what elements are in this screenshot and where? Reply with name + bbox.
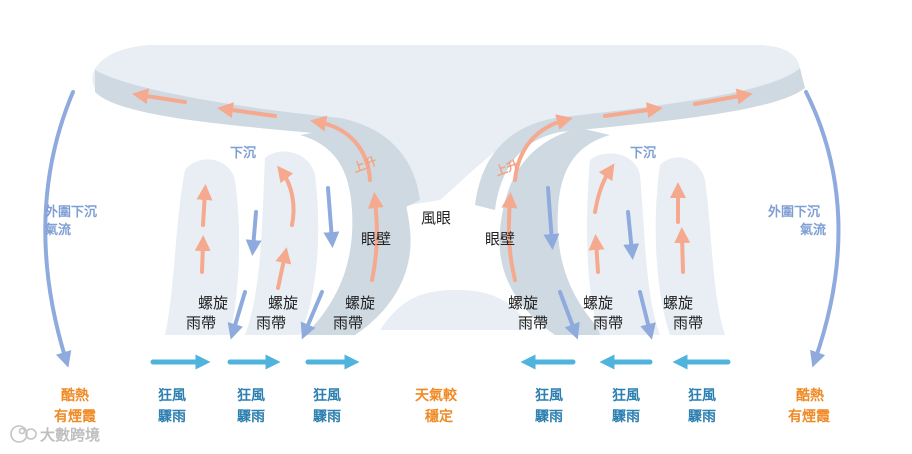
hko-logo-icon bbox=[10, 425, 37, 443]
rainband-6-l1: 螺旋 bbox=[663, 294, 693, 312]
watermark-logo: 大數跨境 bbox=[10, 425, 100, 444]
rainband-3-l2: 雨帶 bbox=[333, 314, 363, 332]
hot-left-l2: 有煙霞 bbox=[54, 408, 97, 425]
downdraft-4b bbox=[638, 290, 656, 340]
downdraft-1b bbox=[227, 290, 247, 340]
storm-1-l2: 驟雨 bbox=[158, 409, 186, 425]
storm-4-l1: 狂風 bbox=[535, 387, 563, 404]
outer-sink-right bbox=[804, 90, 841, 368]
storm-5-l1: 狂風 bbox=[612, 387, 640, 404]
storm-1-l1: 狂風 bbox=[158, 387, 186, 404]
storm-2-l1: 狂風 bbox=[237, 387, 265, 404]
outflow-arrow-l1 bbox=[132, 88, 187, 105]
storm-6-l1: 狂風 bbox=[688, 387, 716, 404]
outflow-arrow-r1 bbox=[603, 102, 663, 119]
eyewall-label-right: 眼壁 bbox=[485, 230, 515, 248]
updraft-3a bbox=[593, 163, 615, 214]
eyewall-updrafts bbox=[310, 114, 573, 282]
updraft-4b bbox=[674, 227, 691, 274]
rainband-2-l2: 雨帶 bbox=[256, 314, 286, 332]
downdraft-3 bbox=[543, 186, 560, 250]
rainband-5-l1: 螺旋 bbox=[583, 294, 613, 312]
rainband-5-l2: 雨帶 bbox=[593, 314, 623, 332]
outflow-arrow-r2 bbox=[693, 88, 753, 106]
outer-sink-right-l1: 外圍下沉 bbox=[767, 204, 820, 220]
left-eyewall-updraft bbox=[367, 192, 384, 282]
outer-sink-right-l2: 氣流 bbox=[800, 222, 826, 238]
stable-l1: 天氣較 bbox=[415, 387, 458, 404]
updraft-2b bbox=[275, 247, 292, 290]
outflow-arrow-l2 bbox=[217, 102, 277, 119]
right-eyewall-cloud bbox=[499, 128, 610, 335]
cloud-anvil-shade-right bbox=[475, 68, 805, 210]
storm-3-l1: 狂風 bbox=[313, 387, 341, 404]
downdraft-2b bbox=[300, 290, 324, 340]
stable-l2: 穩定 bbox=[425, 408, 453, 425]
storm-2-l2: 驟雨 bbox=[237, 409, 265, 425]
watermark-text: 大數跨境 bbox=[40, 426, 100, 444]
hot-right-l2: 有煙霞 bbox=[788, 408, 831, 425]
outer-sink-left bbox=[43, 90, 75, 368]
right-eyewall-updraft bbox=[501, 192, 518, 282]
right-eyewall-curve bbox=[513, 114, 573, 182]
updraft-1a bbox=[194, 235, 211, 274]
downdraft-2 bbox=[323, 186, 340, 248]
outer-sink-left-l1: 外圍下沉 bbox=[44, 204, 97, 220]
rainband-2-l1: 螺旋 bbox=[268, 294, 298, 312]
storm-6-l2: 驟雨 bbox=[688, 409, 716, 425]
eyewall-label-left: 眼壁 bbox=[361, 230, 391, 248]
rainband-1-l1: 螺旋 bbox=[198, 294, 228, 312]
rainband-4-l1: 螺旋 bbox=[508, 294, 538, 312]
storm-5-l2: 驟雨 bbox=[612, 409, 640, 425]
outflow-arrows bbox=[132, 88, 753, 119]
left-eyewall-curve bbox=[310, 115, 372, 182]
downdrafts bbox=[227, 186, 656, 340]
rainband-cloud-2 bbox=[245, 151, 319, 335]
bottom-labels: 酷熱 有煙霞 狂風 驟雨 狂風 驟雨 狂風 驟雨 天氣較 穩定 狂風 驟雨 狂風… bbox=[54, 387, 831, 425]
cloud-body bbox=[92, 45, 805, 335]
downdraft-4 bbox=[623, 210, 640, 260]
updraft-3b bbox=[588, 234, 605, 274]
updraft-1b bbox=[196, 184, 213, 227]
outer-sinking bbox=[43, 90, 841, 368]
rainband-cloud-4 bbox=[655, 157, 725, 335]
eye-base bbox=[380, 290, 532, 330]
cloud-anvil bbox=[92, 45, 800, 205]
eye-label: 風眼 bbox=[421, 209, 451, 227]
hot-left-l1: 酷熱 bbox=[61, 387, 89, 404]
downdraft-3b bbox=[558, 290, 580, 340]
rainband-3-l1: 螺旋 bbox=[345, 294, 375, 312]
rainband-6-l2: 雨帶 bbox=[673, 314, 703, 332]
storm-4-l2: 驟雨 bbox=[535, 409, 563, 425]
hot-right-l1: 酷熱 bbox=[796, 387, 824, 404]
updraft-2a bbox=[277, 165, 296, 227]
outer-sink-left-l2: 氣流 bbox=[45, 222, 71, 238]
sink-label-left: 下沉 bbox=[230, 145, 256, 161]
cloud-anvil-shade bbox=[95, 70, 420, 210]
rainband-4-l2: 雨帶 bbox=[518, 314, 548, 332]
storm-3-l2: 驟雨 bbox=[313, 409, 341, 425]
downdraft-1 bbox=[245, 210, 262, 256]
sink-label-right: 下沉 bbox=[630, 145, 656, 161]
rainband-1-l2: 雨帶 bbox=[186, 314, 216, 332]
rainband-updrafts bbox=[194, 163, 691, 290]
left-eyewall-cloud bbox=[300, 130, 411, 335]
